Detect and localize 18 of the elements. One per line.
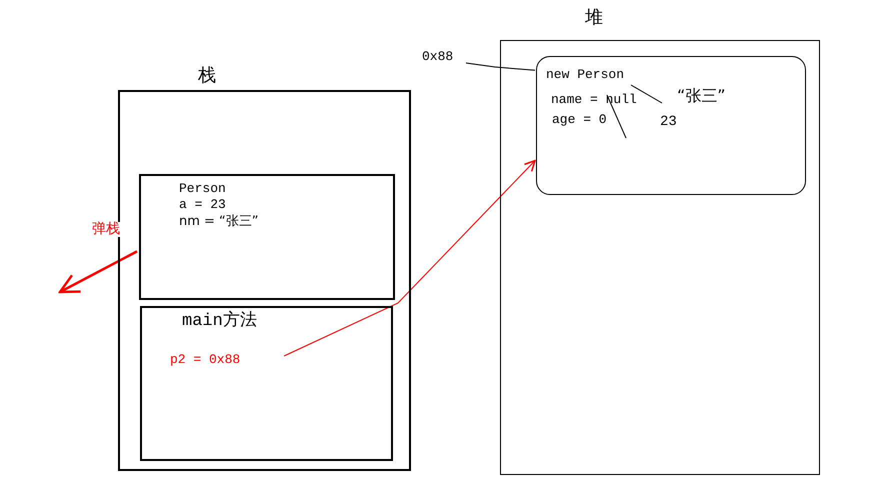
- arrow: [58, 250, 138, 294]
- field-text: a = 23: [179, 197, 226, 212]
- area-heading: 堆: [585, 10, 603, 25]
- leader-line: [466, 62, 536, 71]
- field-text: “张三”: [677, 88, 726, 103]
- variable-text: p2 = 0x88: [170, 352, 240, 367]
- field-text: Person: [179, 181, 226, 196]
- edge-label: 弹栈: [92, 222, 120, 237]
- field-text: new Person: [546, 67, 624, 82]
- method-frame-box: [140, 306, 393, 461]
- area-heading: 栈: [198, 68, 216, 83]
- object-box: [536, 56, 806, 195]
- stack-frame-box: [139, 174, 395, 300]
- field-text: 23: [660, 115, 677, 130]
- arrow: [284, 160, 536, 356]
- field-text: nm = “张三”: [179, 214, 259, 229]
- field-text: age = 0: [552, 112, 607, 127]
- address-text: 0x88: [422, 49, 454, 64]
